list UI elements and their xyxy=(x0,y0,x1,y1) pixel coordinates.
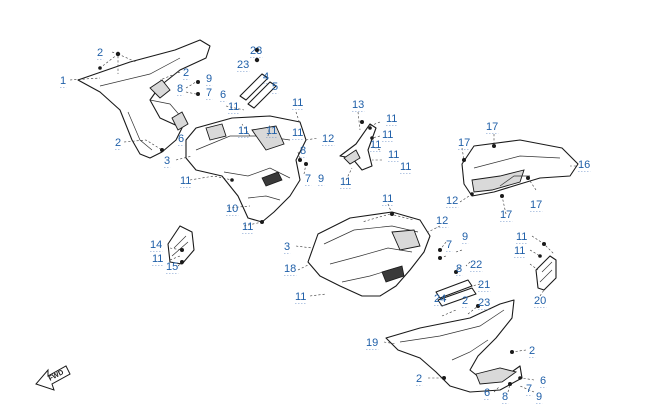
lower-side-fairing-panel xyxy=(307,211,431,297)
left-mount-bracket xyxy=(167,225,195,265)
callout-label: 17 xyxy=(500,209,512,221)
callout-label: 21 xyxy=(478,279,490,291)
callout-label: 6 xyxy=(220,89,226,101)
callout-label: 11 xyxy=(266,125,277,137)
callout-label: 11 xyxy=(382,193,393,205)
callout-label: 8 xyxy=(177,83,183,95)
callout-label: 14 xyxy=(150,239,162,251)
forward-direction-arrow: FWD xyxy=(35,365,71,391)
callout-label: 11 xyxy=(514,245,525,257)
upper-side-fairing-panel xyxy=(77,39,211,159)
callout-label: 15 xyxy=(166,261,178,273)
callout-label: 11 xyxy=(295,291,306,303)
callout-label: 6 xyxy=(178,133,184,145)
callout-label: 11 xyxy=(516,231,527,243)
callout-label: 2 xyxy=(462,295,468,307)
callout-label: 11 xyxy=(152,253,163,265)
callout-labels: 1 2 2 2 2 2 2 3 3 4 5 6 6 6 6 7 7 7 7 8 … xyxy=(60,45,591,404)
callout-label: 11 xyxy=(386,113,397,125)
fasteners xyxy=(98,51,546,386)
callout-label: 16 xyxy=(578,159,590,171)
callout-label: 24 xyxy=(434,293,446,305)
callout-label: 9 xyxy=(462,231,468,243)
callout-label: 2 xyxy=(97,47,103,59)
inner-panel-bracket xyxy=(185,115,307,223)
callout-label: 22 xyxy=(470,259,482,271)
callout-label: 11 xyxy=(228,101,239,113)
callout-label: 1 xyxy=(60,75,66,87)
lower-front-panel xyxy=(385,299,523,393)
callout-label: 8 xyxy=(300,145,306,157)
callout-label: 23 xyxy=(478,297,490,309)
callout-label: 19 xyxy=(366,337,378,349)
small-trim-insert xyxy=(239,47,277,109)
callout-label: 9 xyxy=(318,173,324,185)
callout-label: 2 xyxy=(529,345,535,357)
callout-label: 11 xyxy=(292,97,303,109)
callout-label: 23 xyxy=(250,45,262,57)
callout-label: 17 xyxy=(486,121,498,133)
rear-upper-cover xyxy=(461,139,579,197)
callout-label: 8 xyxy=(456,263,462,275)
callout-label: 3 xyxy=(284,241,290,253)
callout-label: 6 xyxy=(484,387,490,399)
callout-label: 7 xyxy=(305,173,311,185)
callout-label: 12 xyxy=(322,133,334,145)
callout-label: 12 xyxy=(446,195,458,207)
callout-label: 4 xyxy=(263,71,269,83)
callout-label: 11 xyxy=(340,176,351,188)
callout-label: 23 xyxy=(237,59,249,71)
callout-label: 18 xyxy=(284,263,296,275)
callout-label: 17 xyxy=(458,137,470,149)
trim-strip-pair xyxy=(435,279,477,307)
callout-label: 7 xyxy=(526,383,532,395)
leader-lines xyxy=(69,51,576,393)
callout-label: 11 xyxy=(180,175,191,187)
callout-label: 13 xyxy=(352,99,364,111)
callout-label: 11 xyxy=(292,127,303,139)
callout-label: 2 xyxy=(115,137,121,149)
callout-label: 10 xyxy=(226,203,238,215)
callout-label: 11 xyxy=(242,221,253,233)
callout-label: 9 xyxy=(536,391,542,403)
callout-label: 3 xyxy=(164,155,170,167)
callout-label: 20 xyxy=(534,295,546,307)
callout-label: 12 xyxy=(436,215,448,227)
callout-label: 11 xyxy=(238,125,249,137)
callout-label: 8 xyxy=(502,391,508,403)
callout-label: 9 xyxy=(206,73,212,85)
callout-label: 7 xyxy=(446,239,452,251)
right-side-bracket xyxy=(535,255,557,291)
center-small-bracket xyxy=(339,123,377,171)
callout-label: 6 xyxy=(540,375,546,387)
callout-label: 2 xyxy=(416,373,422,385)
callout-label: 11 xyxy=(400,161,411,173)
callout-label: 5 xyxy=(272,81,278,93)
callout-label: 11 xyxy=(370,139,381,151)
callout-label: 11 xyxy=(382,129,393,141)
callout-label: 11 xyxy=(388,149,399,161)
callout-label: 7 xyxy=(206,87,212,99)
callout-label: 2 xyxy=(183,67,189,79)
callout-label: 17 xyxy=(530,199,542,211)
